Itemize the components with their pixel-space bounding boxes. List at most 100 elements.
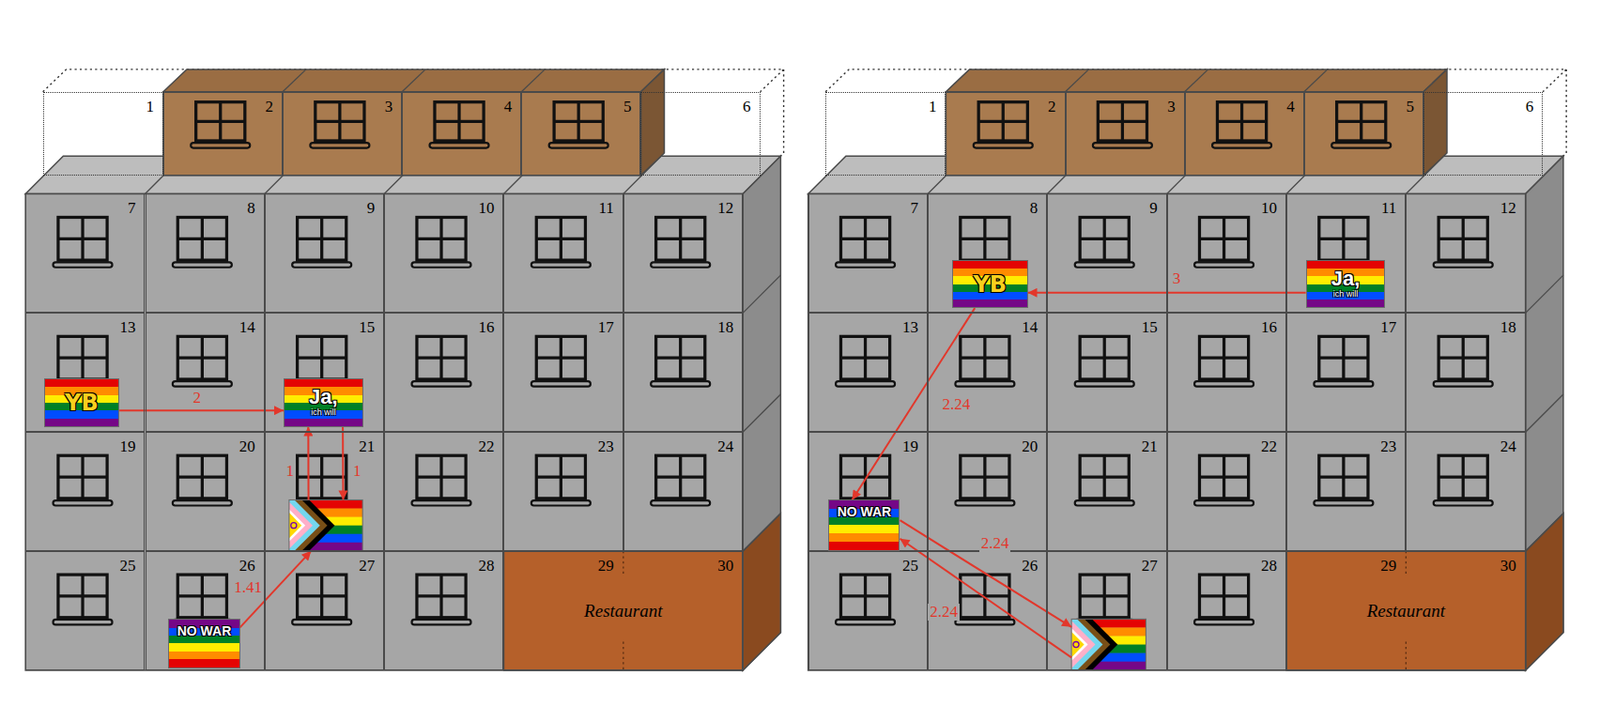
restaurant-divider [1405, 551, 1407, 576]
window [536, 336, 585, 380]
window [553, 102, 603, 141]
window-bar [315, 120, 365, 124]
window [177, 216, 227, 261]
cell-number: 19 [119, 437, 136, 456]
window-bar [1079, 475, 1129, 478]
window [1319, 336, 1369, 380]
attic-window-cell: 5 [521, 92, 641, 176]
window [177, 574, 227, 618]
hanging-flag: Ja,ich will [1306, 260, 1386, 308]
window-bar [58, 475, 108, 478]
window-cell: Ja,ich will15 [264, 312, 385, 432]
window-bar [960, 356, 1010, 360]
flag-text: Ja, [1331, 268, 1361, 290]
window-cell: 9 [1046, 193, 1167, 313]
window-sill [430, 142, 490, 148]
cell-number: 6 [1525, 97, 1535, 116]
window-bar [1438, 475, 1488, 478]
window-sill [954, 619, 1015, 625]
window-cell: 7 [808, 193, 928, 313]
flag-text: YB [972, 272, 1007, 297]
window [416, 574, 466, 618]
cell-number: 5 [623, 97, 632, 116]
window-sill [835, 261, 895, 267]
window-cell: 28 [384, 551, 504, 671]
flag-text: ich will [310, 407, 337, 418]
window [58, 574, 108, 618]
window-bar [1438, 356, 1488, 360]
distance-label: 2.24 [927, 603, 960, 621]
attic-window-cell: 3 [1065, 92, 1185, 176]
window [297, 455, 347, 499]
move-arrow [341, 427, 344, 501]
window-cell: 15 [1046, 312, 1167, 432]
window-cell: 13 [808, 312, 928, 432]
move-arrow [307, 427, 309, 501]
window-cell: 14 [145, 312, 265, 432]
window-bar [416, 594, 466, 598]
distance-label: 2 [190, 389, 203, 407]
window-sill [309, 142, 370, 148]
window-cell: 21 [264, 431, 385, 552]
front-face [25, 193, 743, 671]
cell-number: 15 [358, 318, 375, 337]
window-sill [650, 381, 710, 386]
window-sill [835, 619, 895, 625]
cell-number: 13 [119, 318, 136, 337]
attic-outline-cell: 1 [825, 92, 946, 176]
cell-number: 13 [902, 318, 919, 337]
window-sill [1313, 381, 1373, 386]
window-sill [172, 500, 232, 506]
side-line [1525, 275, 1564, 313]
window-cell: 10 [1167, 193, 1287, 313]
window [536, 455, 585, 499]
cell-number: 3 [1167, 97, 1176, 116]
cell-number: 11 [1381, 199, 1397, 217]
move-arrow [852, 307, 976, 500]
side-face [742, 155, 781, 671]
window [1319, 216, 1369, 261]
cell-number: 6 [742, 97, 752, 116]
cell-number: 23 [1380, 437, 1397, 456]
cell-number: 4 [504, 97, 513, 116]
cell-number: 9 [367, 199, 376, 217]
window-bar [177, 475, 227, 478]
cell-number: 22 [1261, 437, 1277, 456]
window-sill [973, 142, 1033, 148]
window [960, 455, 1010, 499]
restaurant-front [1286, 551, 1526, 671]
side-line [742, 275, 781, 313]
window [656, 455, 706, 499]
window-sill [53, 261, 113, 267]
window-sill [412, 500, 472, 506]
cell-number: 20 [239, 437, 256, 456]
window [1079, 574, 1129, 618]
window [840, 574, 890, 618]
flag-outline [1071, 618, 1146, 670]
cell-number: 5 [1405, 97, 1415, 116]
attic-front [163, 92, 642, 176]
window-cell: 14 [927, 312, 1047, 432]
window-sill [1433, 381, 1493, 386]
window-cell: 18 [1405, 312, 1525, 432]
distance-label: 2.24 [939, 396, 972, 414]
window [1438, 216, 1488, 261]
window-bar [840, 237, 890, 241]
cell-number: 25 [119, 556, 136, 575]
window-bar [553, 120, 603, 124]
window [978, 102, 1028, 141]
cell-number: 21 [1141, 437, 1158, 456]
window-sill [1331, 142, 1391, 148]
window [297, 336, 347, 380]
move-arrow [899, 538, 1072, 659]
window-bar [1079, 237, 1129, 241]
attic-top [945, 69, 1447, 93]
window-cell: 10 [384, 193, 504, 313]
window-cell: 24 [1405, 431, 1525, 552]
window [960, 574, 1010, 618]
cell-number: 2 [265, 97, 275, 116]
window-sill [412, 619, 472, 625]
window-bar [1199, 356, 1248, 360]
cell-number: 8 [246, 199, 256, 217]
attic-window-cell: 4 [401, 92, 522, 176]
